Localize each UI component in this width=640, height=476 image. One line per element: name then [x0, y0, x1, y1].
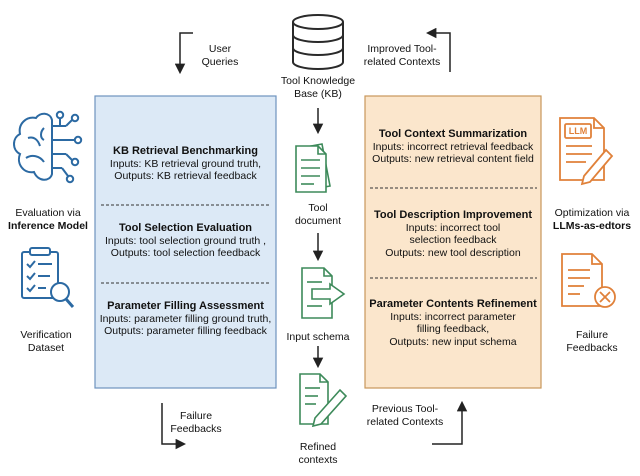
- opt-block-description-improvement-title: Tool Description Improvement: [373, 209, 533, 221]
- eval-block-kb-retrieval-line-2: Outputs: KB retrieval feedback: [114, 170, 257, 182]
- eval-block-parameter-filling-line-1: Inputs: parameter filling ground truth,: [99, 312, 272, 325]
- evaluation-label-prefix: Evaluation via: [15, 207, 81, 219]
- evaluation-panel: [94, 95, 277, 389]
- failure-feedback-icon: [561, 253, 616, 308]
- opt-block-description-improvement: Tool Description Improvement Inputs: inc…: [365, 209, 541, 259]
- improved-contexts-arrow: [425, 27, 451, 72]
- failure-feedbacks-right-label: Failure Feedbacks: [548, 329, 636, 355]
- refined-contexts-label-line-1: Refined: [299, 441, 337, 453]
- opt-block-parameter-refinement-line-1: Inputs: incorrect parameter: [390, 310, 516, 323]
- eval-block-tool-selection-line-1: Inputs: tool selection ground truth ,: [104, 234, 267, 247]
- refined-contexts-icon: [299, 373, 348, 428]
- eval-block-tool-selection-title: Tool Selection Evaluation: [118, 222, 253, 234]
- refined-contexts-label-line-2: contexts: [298, 453, 338, 466]
- evaluation-model-name: Inference Model: [8, 220, 88, 232]
- opt-block-description-improvement-line-1: Inputs: incorrect tool: [405, 221, 501, 234]
- eval-block-parameter-filling-title: Parameter Filling Assessment: [107, 300, 264, 312]
- optimization-label: Optimization via LLMs-as-edtors: [544, 207, 640, 233]
- opt-block-context-summarization-title: Tool Context Summarization: [378, 128, 528, 140]
- previous-contexts-arrow: [432, 400, 468, 445]
- improved-contexts-label: Improved Tool- related Contexts: [352, 43, 452, 68]
- failure-feedbacks-bottom-label: Failure Feedbacks: [166, 410, 226, 435]
- opt-block-context-summarization: Tool Context Summarization Inputs: incor…: [365, 128, 541, 166]
- failure-feedbacks-right-line-2: Feedbacks: [566, 342, 618, 354]
- eval-block-kb-retrieval-line-1: Inputs: KB retrieval ground truth,: [109, 157, 262, 170]
- opt-block-parameter-refinement-title: Parameter Contents Refinement: [369, 298, 537, 310]
- failure-feedbacks-arrow: [161, 403, 187, 450]
- llm-document-icon: [559, 117, 614, 186]
- opt-block-parameter-refinement-line-3: Outputs: new input schema: [389, 335, 517, 348]
- brain-neural-icon: [13, 110, 83, 184]
- verification-label: Verification Dataset: [0, 329, 92, 355]
- opt-block-parameter-refinement-line-2: filling feedback,: [416, 323, 490, 335]
- previous-contexts-label-line-2: related Contexts: [366, 415, 444, 428]
- checklist-magnifier-icon: [21, 247, 75, 308]
- optimization-label-prefix: Optimization via: [554, 207, 630, 219]
- refined-contexts-label: Refined contexts: [278, 441, 358, 466]
- optimization-label-model: LLMs-as-edtors: [544, 220, 640, 233]
- opt-block-context-summarization-line-2: Outputs: new retrieval content field: [372, 153, 534, 165]
- eval-block-parameter-filling: Parameter Filling Assessment Inputs: par…: [95, 300, 276, 338]
- user-queries-label-line-2: Queries: [201, 55, 239, 68]
- improved-contexts-label-line-2: related Contexts: [363, 55, 441, 68]
- database-icon: [292, 14, 344, 70]
- optimization-panel: [364, 95, 542, 389]
- kb-label-line-1: Tool Knowledge: [280, 75, 356, 87]
- evaluation-label: Evaluation via Inference Model: [0, 207, 96, 233]
- opt-block-context-summarization-line-1: Inputs: incorrect retrieval feedback: [372, 140, 534, 153]
- opt-block-description-improvement-line-2: selection feedback: [409, 234, 497, 246]
- verification-label-line-2: Dataset: [27, 342, 65, 354]
- previous-contexts-label: Previous Tool- related Contexts: [355, 403, 455, 428]
- user-queries-label-line-1: User: [208, 43, 232, 55]
- optimization-model-name: LLMs-as-edtors: [552, 220, 632, 232]
- failure-feedbacks-bottom-label-line-2: Feedbacks: [170, 422, 222, 435]
- failure-feedbacks-right-line-1: Failure: [575, 329, 609, 341]
- improved-contexts-label-line-1: Improved Tool-: [367, 43, 437, 55]
- tool-document-icon: [295, 143, 331, 193]
- user-queries-label: User Queries: [190, 43, 250, 68]
- opt-block-parameter-refinement: Parameter Contents Refinement Inputs: in…: [365, 298, 541, 348]
- user-queries-arrow: [174, 32, 193, 75]
- failure-feedbacks-bottom-label-line-1: Failure: [179, 410, 213, 422]
- eval-block-parameter-filling-line-2: Outputs: parameter filling feedback: [104, 325, 267, 337]
- eval-block-kb-retrieval-title: KB Retrieval Benchmarking: [113, 145, 258, 157]
- kb-label: Tool Knowledge Base (KB): [268, 75, 368, 100]
- tool-document-label: Tool document: [278, 202, 358, 227]
- verification-label-line-1: Verification: [20, 329, 72, 341]
- opt-block-description-improvement-line-3: Outputs: new tool description: [385, 246, 521, 259]
- llm-badge-label: LLM: [568, 126, 588, 136]
- previous-contexts-label-line-1: Previous Tool-: [371, 403, 439, 415]
- eval-block-kb-retrieval: KB Retrieval Benchmarking Inputs: KB ret…: [95, 145, 276, 183]
- evaluation-label-model: Inference Model: [0, 220, 96, 233]
- eval-block-tool-selection-line-2: Outputs: tool selection feedback: [110, 247, 261, 259]
- kb-label-line-2: Base (KB): [294, 87, 342, 100]
- input-schema-label: Input schema: [286, 331, 350, 343]
- tool-document-label-line-2: document: [294, 214, 342, 227]
- input-schema-icon: [301, 267, 346, 319]
- tool-document-label-line-1: Tool: [308, 202, 328, 214]
- eval-block-tool-selection: Tool Selection Evaluation Inputs: tool s…: [95, 222, 276, 260]
